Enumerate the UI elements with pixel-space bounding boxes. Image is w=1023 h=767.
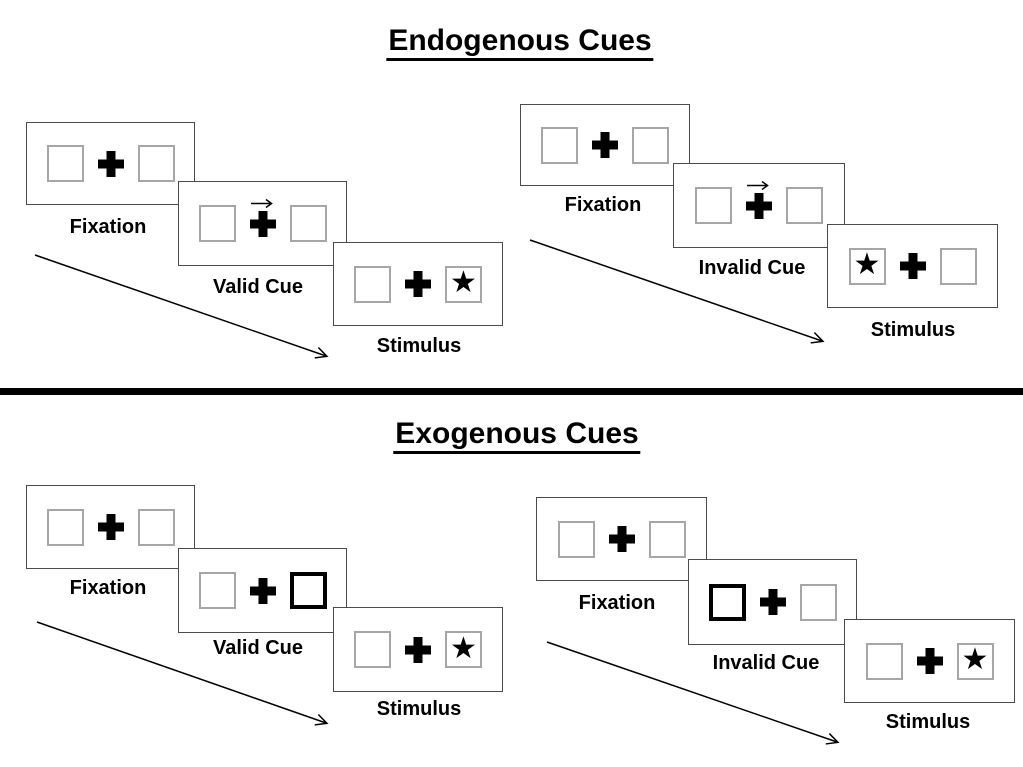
fixation-cross-icon — [405, 271, 431, 297]
right-placeholder-square — [137, 145, 175, 182]
endogenous-invalid-fixation-label: Fixation — [564, 194, 642, 216]
right-highlighted-cue-square — [289, 572, 327, 609]
cue-direction-arrow-icon — [747, 180, 769, 190]
fixation-cross-icon — [917, 648, 943, 674]
fixation-cross-icon — [98, 514, 124, 540]
left-target-square: ★ — [848, 247, 886, 285]
endogenous-valid-fixation-panel — [26, 122, 195, 205]
fixation-cross-icon — [250, 578, 276, 604]
target-star-icon: ★ — [450, 631, 477, 665]
exogenous-valid-stimulus-label: Stimulus — [376, 698, 462, 720]
right-target-square: ★ — [956, 642, 994, 680]
left-placeholder-square — [557, 520, 595, 558]
left-highlighted-cue-square — [708, 583, 746, 621]
target-star-icon: ★ — [853, 248, 881, 281]
exogenous-section-title: Exogenous Cues — [393, 417, 641, 454]
left-placeholder-square — [695, 187, 732, 224]
fixation-cross-icon — [609, 526, 635, 552]
right-placeholder-square — [632, 126, 669, 164]
target-star-icon: ★ — [450, 266, 477, 299]
right-placeholder-square — [939, 247, 977, 285]
left-placeholder-square — [46, 508, 84, 546]
endogenous-invalid-cue-label: Invalid Cue — [698, 257, 806, 279]
endogenous-invalid-stimulus-panel: ★ — [827, 224, 998, 308]
right-placeholder-square — [799, 583, 837, 621]
fixation-cross-icon — [592, 132, 618, 158]
endogenous-invalid-stimulus-label: Stimulus — [870, 319, 956, 341]
endogenous-invalid-fixation-panel — [520, 104, 690, 186]
timeline-arrow-endogenous-valid — [34, 254, 329, 359]
exogenous-valid-stimulus-panel: ★ — [333, 607, 503, 692]
right-target-square: ★ — [445, 631, 482, 668]
exogenous-invalid-cue-label: Invalid Cue — [712, 652, 820, 674]
exogenous-invalid-fixation-panel — [536, 497, 707, 581]
endogenous-section-title: Endogenous Cues — [386, 24, 654, 61]
fixation-cross-icon — [760, 589, 786, 615]
right-target-square: ★ — [445, 265, 482, 303]
left-placeholder-square — [354, 631, 391, 668]
left-placeholder-square — [354, 265, 391, 303]
exogenous-valid-cue-label: Valid Cue — [212, 637, 304, 659]
exogenous-invalid-fixation-label: Fixation — [578, 592, 656, 614]
exogenous-invalid-stimulus-label: Stimulus — [885, 711, 971, 733]
left-placeholder-square — [46, 145, 84, 182]
fixation-cross-icon — [746, 193, 772, 219]
endogenous-invalid-cue-panel — [673, 163, 845, 248]
fixation-cross-icon — [98, 151, 124, 177]
section-divider — [0, 388, 1023, 395]
exogenous-invalid-cue-panel — [688, 559, 857, 645]
endogenous-valid-cue-label: Valid Cue — [212, 276, 304, 298]
exogenous-invalid-stimulus-panel: ★ — [844, 619, 1015, 703]
endogenous-valid-stimulus-label: Stimulus — [376, 335, 462, 357]
right-placeholder-square — [289, 205, 327, 242]
endogenous-valid-fixation-label: Fixation — [69, 216, 147, 238]
endogenous-valid-cue-panel — [178, 181, 347, 266]
exogenous-valid-cue-panel — [178, 548, 347, 633]
left-placeholder-square — [541, 126, 578, 164]
left-placeholder-square — [198, 572, 236, 609]
fixation-cross-icon — [405, 637, 431, 663]
endogenous-valid-stimulus-panel: ★ — [333, 242, 503, 326]
exogenous-valid-fixation-label: Fixation — [69, 577, 147, 599]
right-placeholder-square — [786, 187, 823, 224]
left-placeholder-square — [865, 642, 903, 680]
right-placeholder-square — [137, 508, 175, 546]
fixation-cross-icon — [250, 211, 276, 237]
fixation-cross-icon — [900, 253, 926, 279]
right-placeholder-square — [648, 520, 686, 558]
left-placeholder-square — [198, 205, 236, 242]
target-star-icon: ★ — [961, 643, 989, 676]
cue-direction-arrow-icon — [250, 198, 273, 208]
exogenous-valid-fixation-panel — [26, 485, 195, 569]
timeline-arrow-endogenous-invalid — [529, 239, 825, 344]
